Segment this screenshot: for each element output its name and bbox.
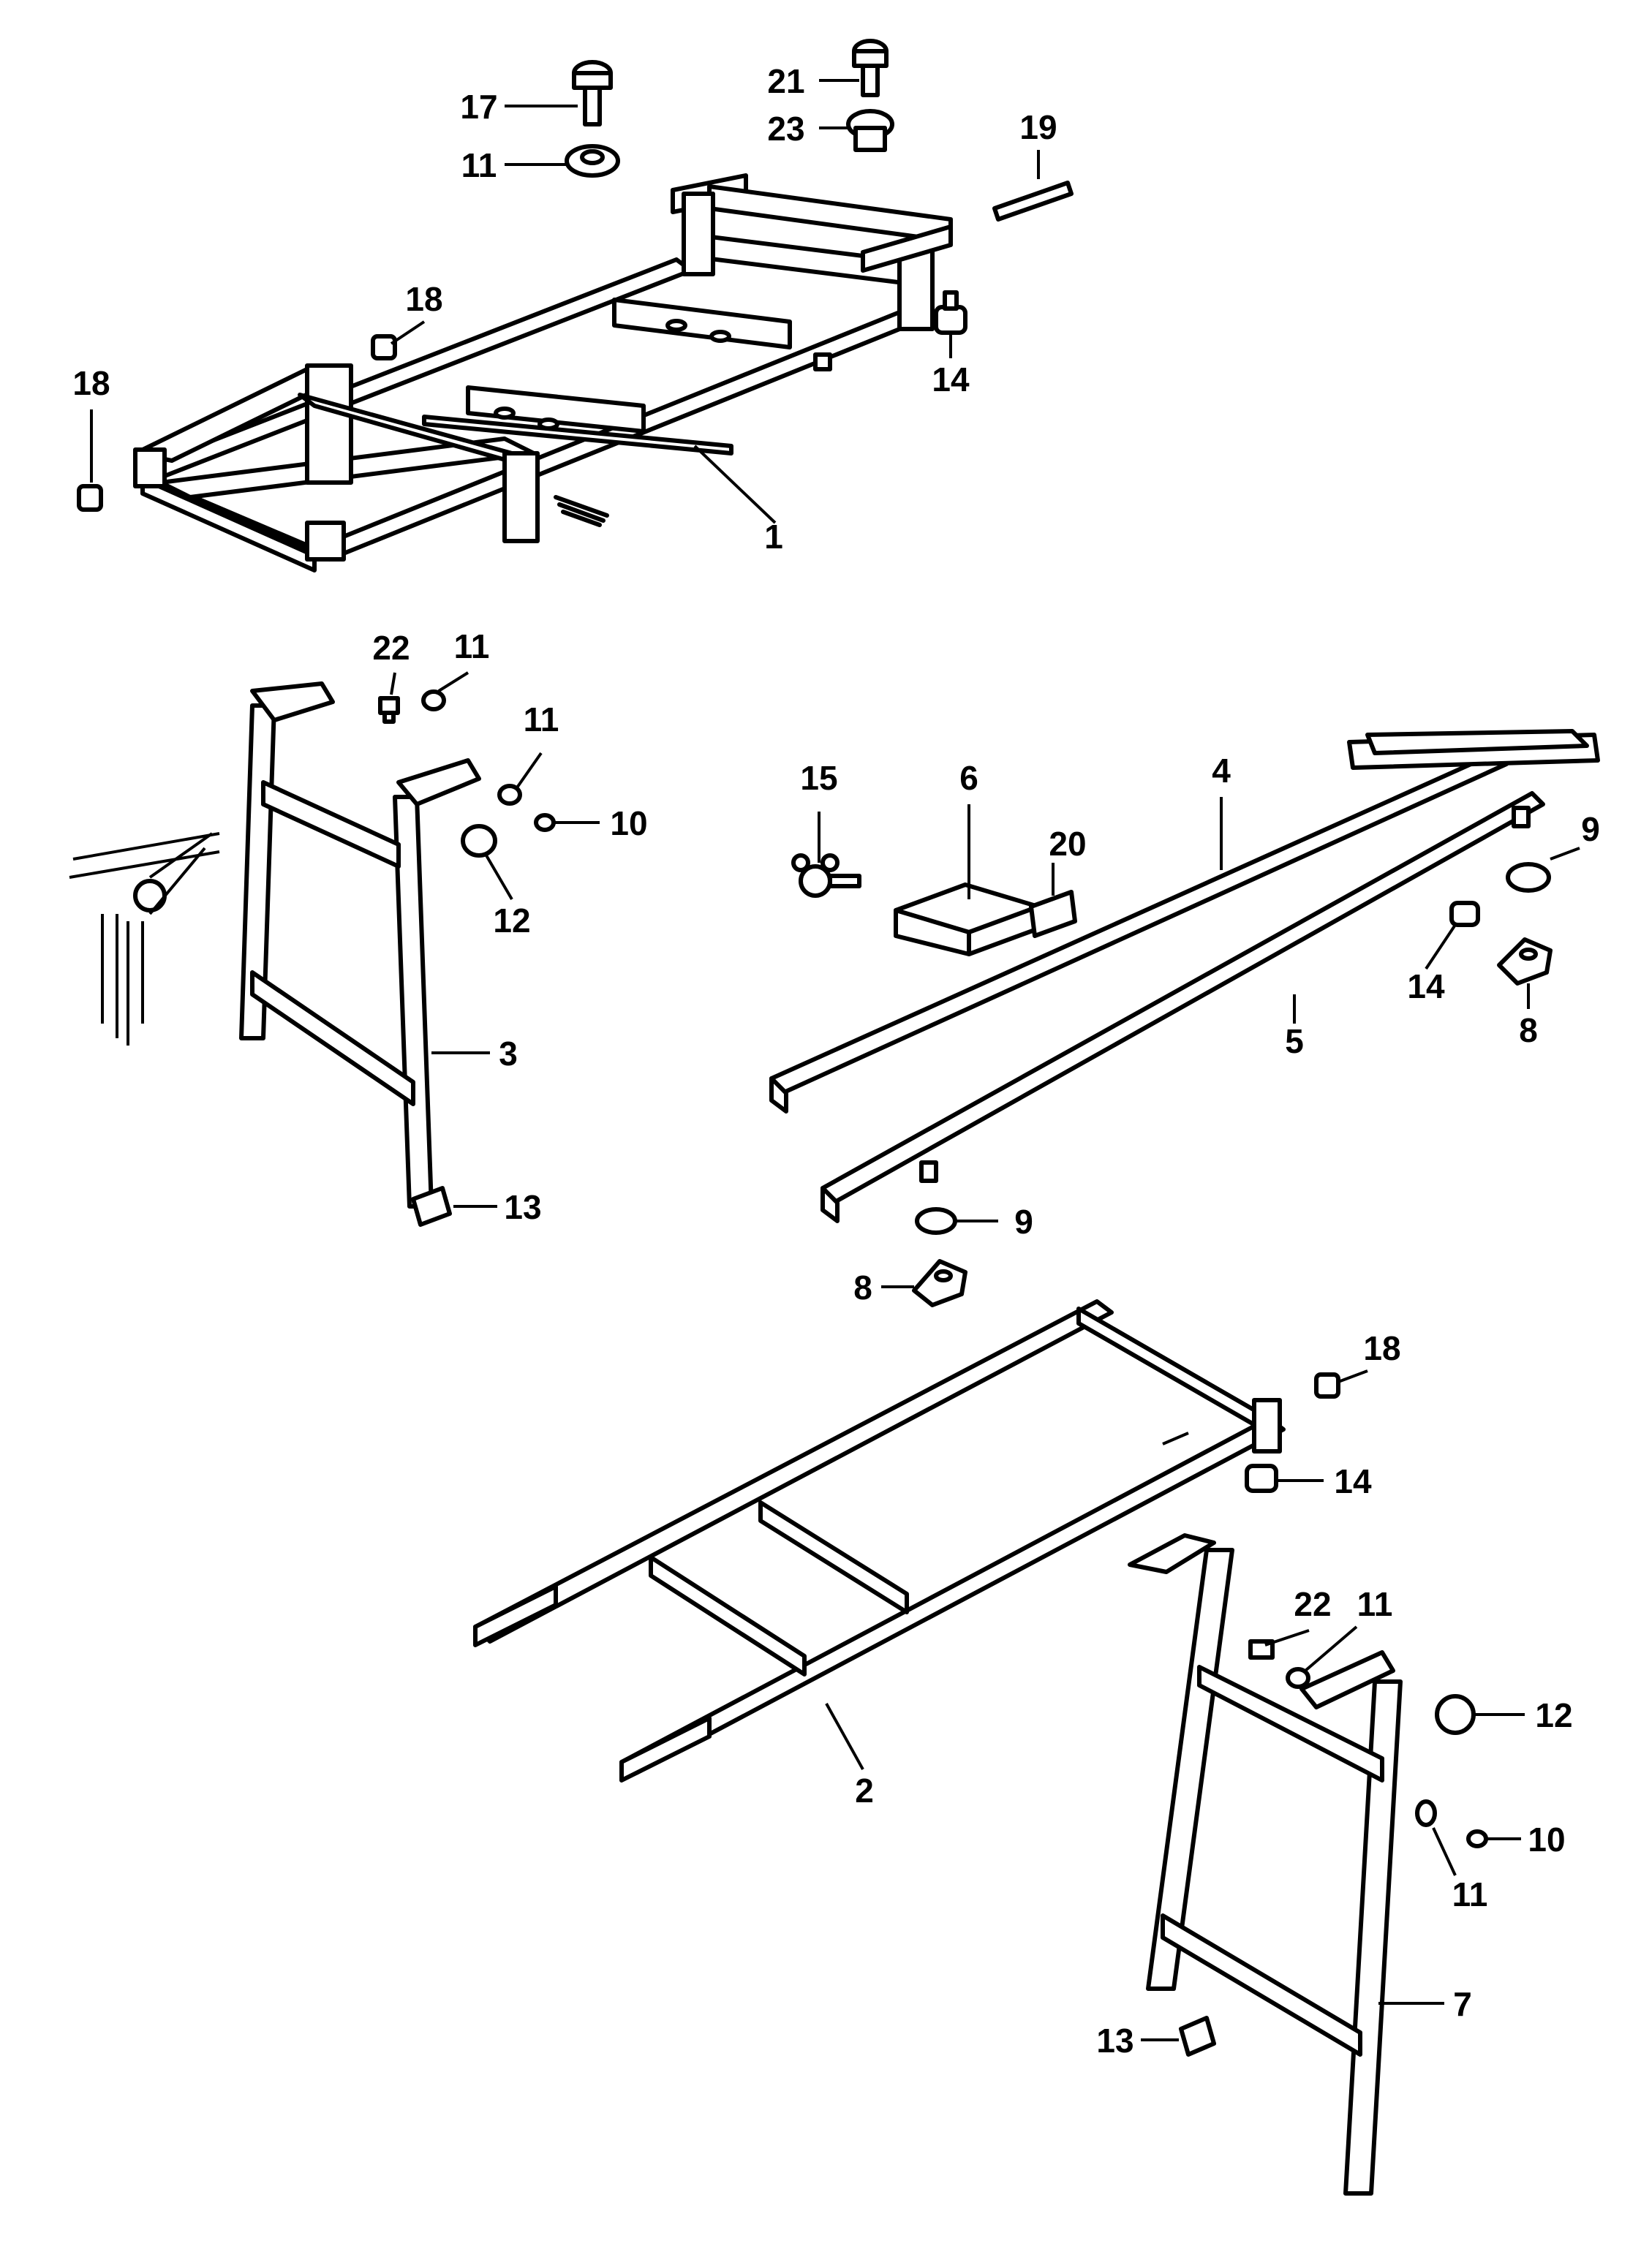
part-2-frame: [473, 1299, 1286, 1783]
callout-22a: 22: [372, 629, 410, 667]
part-11-washer-top: [565, 144, 620, 178]
callout-23: 23: [767, 110, 804, 148]
part-7-leg: [1128, 1533, 1403, 2196]
callout-9a: 9: [1581, 810, 1600, 848]
part-6-block: [894, 882, 1041, 956]
callout-1: 1: [764, 518, 783, 556]
part-14-knob-b: [1449, 901, 1480, 927]
part-13-foot-b: [1179, 2016, 1216, 2057]
callout-11e: 11: [1452, 1875, 1488, 1913]
callout-8a: 8: [1519, 1011, 1538, 1049]
part-18-cap-a: [371, 334, 397, 360]
callout-9b: 9: [1014, 1203, 1033, 1241]
callout-12a: 12: [493, 901, 530, 940]
callout-10a: 10: [610, 804, 647, 842]
callout-20: 20: [1049, 825, 1086, 863]
callout-19: 19: [1019, 108, 1057, 146]
part-14-knob-c: [1245, 1464, 1278, 1493]
callout-13b: 13: [1096, 2022, 1133, 2060]
callout-13a: 13: [504, 1188, 541, 1226]
part-11-washer-c: [1286, 1667, 1310, 1689]
callout-7: 7: [1453, 1985, 1472, 2023]
callout-labels: 1 2 3 4 5 6 7 8 8 9 9 10 10 11 11 11 11 …: [72, 62, 1599, 2060]
callout-14b: 14: [1407, 967, 1445, 1005]
part-18-cap-b: [77, 484, 103, 512]
callout-11b: 11: [454, 627, 490, 665]
callout-18c: 18: [1363, 1329, 1400, 1367]
callout-12b: 12: [1535, 1696, 1572, 1734]
part-4-rail: [769, 729, 1600, 1114]
callout-14a: 14: [932, 360, 970, 398]
part-8-clamp-b: [912, 1259, 967, 1307]
part-11-washer-a: [421, 689, 446, 711]
part-11-washer-b: [497, 784, 522, 806]
part-14-knob-top: [934, 290, 967, 335]
callout-5: 5: [1285, 1022, 1304, 1060]
callout-22b: 22: [1294, 1585, 1331, 1623]
callout-2: 2: [855, 1772, 874, 1810]
callout-15: 15: [800, 759, 837, 797]
callout-17: 17: [460, 88, 497, 126]
part-21-bolt: [852, 39, 889, 97]
part-13-foot-a: [411, 1186, 452, 1227]
callout-10b: 10: [1528, 1821, 1565, 1859]
part-17-bolt: [572, 60, 613, 126]
part-23-nut: [846, 109, 894, 152]
callout-11d: 11: [1357, 1585, 1393, 1623]
part-9-washer-b: [915, 1207, 957, 1235]
callout-6: 6: [959, 759, 978, 797]
part-12-knob-b: [1435, 1694, 1476, 1735]
part-19-key: [992, 181, 1074, 222]
callout-14c: 14: [1334, 1462, 1372, 1500]
callout-3: 3: [499, 1035, 518, 1073]
part-8-clamp-a: [1497, 937, 1553, 986]
callout-8b: 8: [853, 1269, 872, 1307]
part-5-rail: [820, 791, 1545, 1223]
part-12-knob-a: [461, 824, 497, 858]
part-18-cap-c: [1314, 1372, 1340, 1399]
callout-4: 4: [1212, 752, 1231, 790]
part-1-frame: [133, 173, 953, 572]
part-20-wedge: [1029, 890, 1077, 938]
part-22-screw-a: [378, 696, 400, 724]
part-10-nut-b: [1466, 1829, 1488, 1848]
callout-11c: 11: [524, 700, 559, 738]
callout-18b: 18: [72, 364, 110, 402]
callout-21: 21: [767, 62, 804, 100]
leader-lines: [90, 79, 1580, 2041]
part-9-washer-a: [1506, 862, 1551, 893]
callout-11a: 11: [461, 146, 497, 184]
part-10-nut-a: [534, 813, 556, 832]
part-15-knob: [791, 853, 861, 898]
callout-18a: 18: [405, 280, 442, 318]
part-11-washer-d: [1415, 1799, 1437, 1827]
part-3-leg: [69, 681, 481, 1209]
